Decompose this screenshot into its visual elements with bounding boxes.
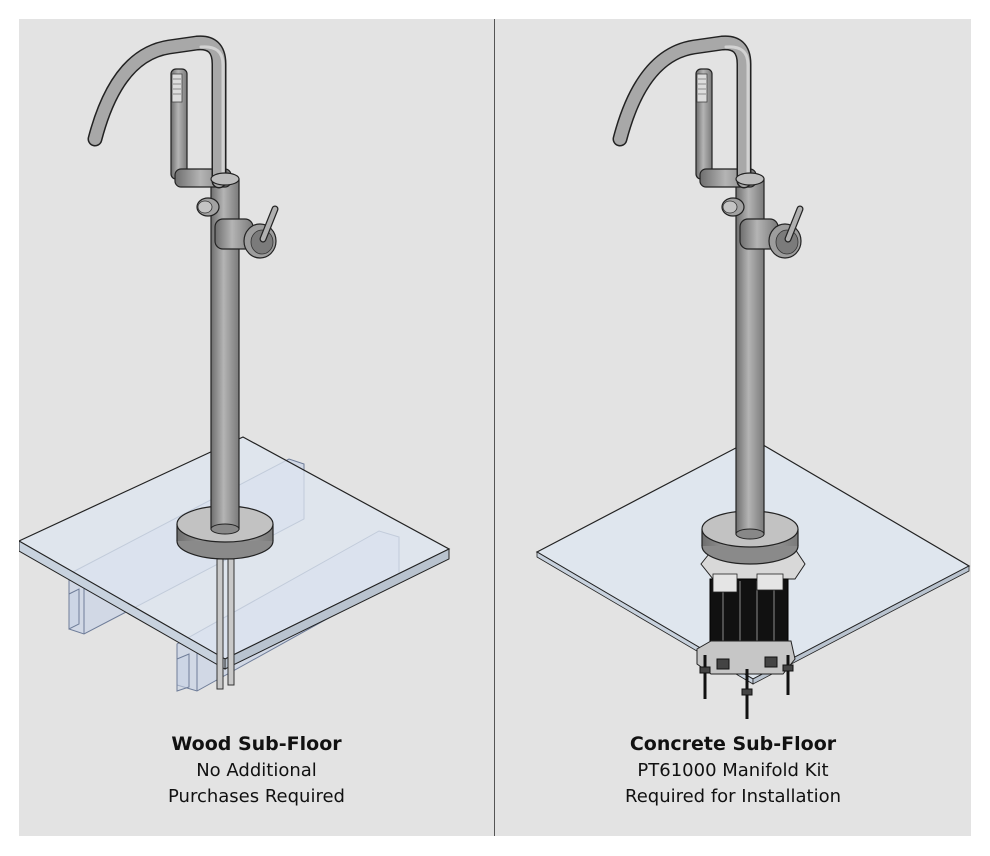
diverter-knob <box>721 197 745 217</box>
panel-concrete-subfloor: Concrete Sub-Floor PT61000 Manifold Kit … <box>495 19 971 836</box>
caption-line: No Additional <box>196 760 317 781</box>
faucet-spout <box>87 35 227 189</box>
front-joists <box>68 588 190 692</box>
panel-divider <box>494 19 495 836</box>
concrete-subfloor-caption: Concrete Sub-Floor PT61000 Manifold Kit … <box>495 731 971 810</box>
mixer-handle <box>739 205 804 259</box>
wood-subfloor-illustration <box>19 35 451 692</box>
panel-wood-subfloor: Wood Sub-Floor No Additional Purchases R… <box>19 19 494 836</box>
concrete-subfloor-illustration <box>535 35 971 719</box>
faucet-spout <box>612 35 752 189</box>
mixer-handle <box>214 205 279 259</box>
diverter-knob <box>196 197 220 217</box>
wood-subfloor-caption: Wood Sub-Floor No Additional Purchases R… <box>19 731 494 810</box>
caption-title: Concrete Sub-Floor <box>629 733 837 755</box>
caption-line: PT61000 Manifold Kit <box>637 760 829 781</box>
caption-line: Required for Installation <box>625 786 841 807</box>
caption-line: Purchases Required <box>168 786 345 807</box>
caption-title: Wood Sub-Floor <box>171 733 342 755</box>
